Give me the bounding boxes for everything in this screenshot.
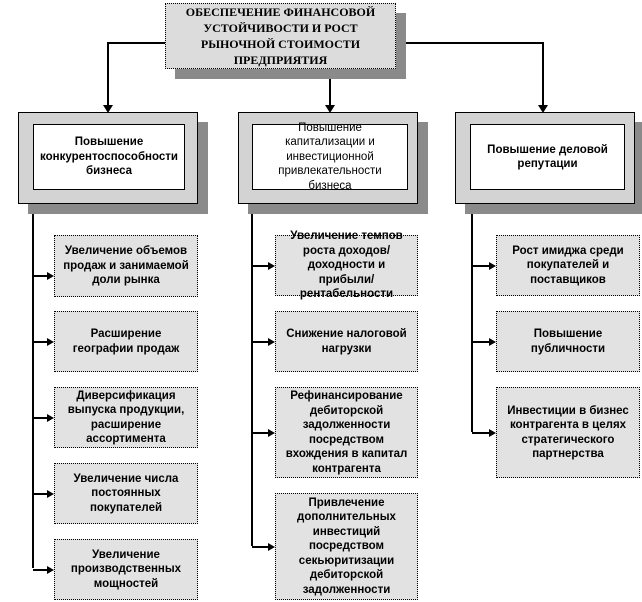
arrow-head [268, 429, 275, 437]
arrow-head [47, 272, 54, 280]
category-title: Повышение конкурентоспособности бизнеса [33, 124, 185, 190]
arrow-head [47, 338, 54, 346]
arrow-head [489, 429, 496, 437]
arrow-head [47, 566, 54, 574]
factor-box: Расширение географии продаж [54, 311, 198, 372]
arrow-head [489, 262, 496, 270]
arrow-head [103, 105, 113, 113]
arrow-head [268, 262, 275, 270]
factor-box: Снижение налоговой нагрузки [275, 311, 418, 372]
factor-box: Увеличение объемов продаж и занимаемой д… [54, 235, 198, 297]
factor-box: Привлечение дополнительных инвестиций по… [275, 493, 418, 600]
factor-box: Диверсификация выпуска продукции, расшир… [54, 387, 198, 448]
connector-root-col1 [107, 42, 165, 106]
factor-box: Рефинансирование дебиторской задолженнос… [275, 387, 418, 478]
arrow-head [325, 105, 335, 113]
arrow-head [538, 105, 548, 113]
factor-box: Повышение публичности [496, 311, 640, 372]
arrow-head [268, 543, 275, 551]
category-title: Повышение деловой репутации [470, 124, 625, 190]
root-box: ОБЕСПЕЧЕНИЕ ФИНАНСОВОЙ УСТОЙЧИВОСТИ И РО… [165, 3, 396, 69]
factor-box: Рост имиджа среди покупателей и поставщи… [496, 235, 640, 296]
factor-box: Увеличение темпов роста доходов/ доходно… [275, 230, 418, 300]
factor-box: Увеличение числа постоянных покупателей [54, 463, 198, 524]
arrow-head [47, 490, 54, 498]
arrow-head [268, 338, 275, 346]
factor-box: Инвестиции в бизнес контрагента в целях … [496, 387, 640, 478]
arrow-head [489, 338, 496, 346]
category-title: Повышение капитализации и инвестиционной… [252, 122, 408, 192]
factor-box: Увеличение производственных мощностей [54, 539, 198, 600]
arrow-head [47, 414, 54, 422]
connector-root-col3 [396, 42, 544, 106]
